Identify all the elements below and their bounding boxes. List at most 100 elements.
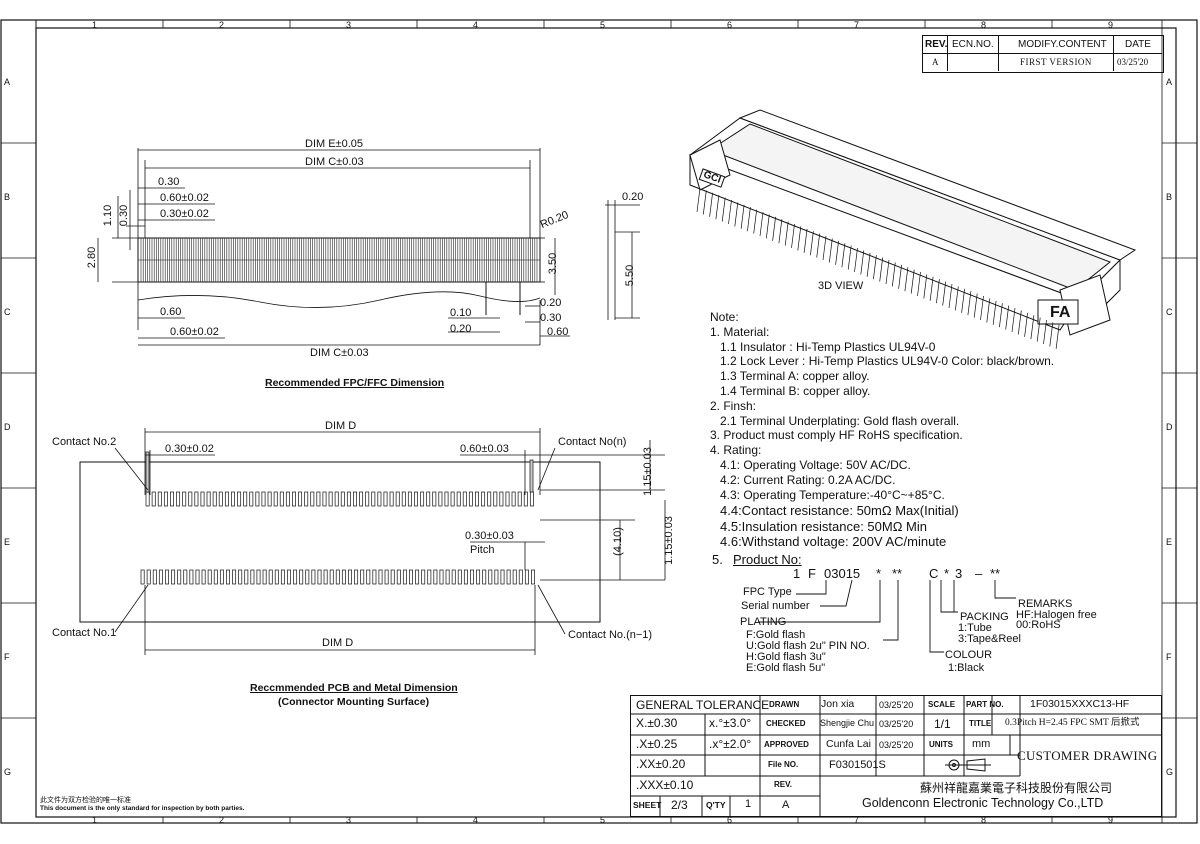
pcb-pad — [371, 491, 376, 507]
note-line: 4.6:Withstand voltage: 200V AC/minute — [720, 534, 947, 550]
connector-pin — [986, 298, 991, 323]
pcb-pad — [341, 569, 346, 585]
connector-pin — [740, 204, 745, 229]
zone-label: 3 — [346, 20, 352, 30]
connector-pin — [923, 274, 928, 299]
pcb-pad — [476, 569, 481, 585]
pcb-caption-1: Reccmmended PCB and Metal Dimension — [250, 682, 458, 694]
connector-pin — [791, 223, 795, 249]
connector-pin — [841, 243, 846, 268]
pcb-pad — [377, 491, 382, 507]
pcb-pad — [384, 569, 389, 585]
connector-pin — [847, 245, 852, 270]
title-block — [630, 695, 1162, 817]
pcb-pad — [317, 569, 322, 585]
pcb-pad — [285, 491, 290, 507]
connector-pin — [797, 226, 802, 251]
dim-060-label: 0.60±0.02 — [160, 192, 209, 204]
pcb-pad — [238, 569, 243, 585]
colour-option: 1:Black — [948, 662, 985, 674]
connector-pin — [784, 221, 789, 246]
zone-label: 1 — [92, 20, 98, 30]
zone-label: A — [1166, 77, 1173, 87]
zone-label: G — [4, 767, 12, 777]
zone-label: 9 — [1108, 815, 1114, 825]
pcb-pad — [163, 491, 168, 507]
pcb-pad — [445, 569, 450, 585]
connector-pin — [772, 216, 776, 241]
pcb-pad — [383, 491, 388, 507]
pcb-pad — [401, 491, 406, 507]
dim-030-label: 0.30 — [158, 176, 180, 188]
pcb-pad — [499, 491, 504, 507]
dim-d-top-label: DIM D — [325, 420, 357, 432]
connector-pin — [753, 209, 758, 234]
zone-label: 8 — [981, 20, 987, 30]
pcb-pad — [451, 569, 456, 585]
connector-pin — [1055, 324, 1060, 349]
pcb-pad — [305, 569, 310, 585]
connector-pin — [1030, 315, 1035, 340]
dim-b060-label: 0.60 — [160, 306, 182, 318]
zone-label: A — [4, 77, 11, 87]
connector-pin — [954, 286, 959, 311]
pcb-pad — [420, 491, 425, 507]
connector-pin — [1017, 310, 1022, 335]
dim-r030-label: 0.30 — [540, 312, 562, 324]
approved-date: 03/25'20 — [879, 740, 914, 750]
connector-pin — [702, 190, 707, 215]
dim-030-02-label: 0.30±0.02 — [160, 208, 209, 220]
product-no-num: 5. — [712, 552, 723, 567]
qty-label: Q'TY — [706, 800, 726, 810]
pcb-pad — [304, 491, 309, 507]
drawn-label: DRAWN — [769, 700, 800, 709]
connector-pin — [904, 267, 909, 292]
pcb-pad — [378, 569, 383, 585]
pcb-pad — [232, 569, 237, 585]
pcb-pad — [244, 569, 249, 585]
pcb-pad — [463, 569, 468, 585]
contact-no1-label: Contact No.1 — [52, 627, 117, 639]
qty-value: 1 — [745, 798, 752, 810]
pcb-pad — [177, 569, 182, 585]
pcb-pad — [427, 569, 432, 585]
pcb-pad — [322, 491, 327, 507]
projection-symbol — [945, 758, 991, 772]
pcb-pad — [505, 491, 510, 507]
rev-label: REV. — [774, 780, 792, 789]
customer-drawing: CUSTOMER DRAWING — [1017, 748, 1158, 763]
dim-b020-label: 0.20 — [450, 323, 472, 335]
connector-pin — [879, 257, 884, 282]
plating-label: PLATING — [740, 616, 787, 628]
connector-pin — [929, 276, 934, 301]
pcb-pad — [250, 569, 255, 585]
connector-pin — [860, 250, 865, 275]
connector-pin — [747, 207, 751, 232]
connector-pin — [866, 252, 871, 277]
units-value: mm — [972, 738, 991, 750]
zone-label: 1 — [92, 815, 98, 825]
connector-pin — [917, 271, 921, 297]
zone-label: G — [1166, 767, 1174, 777]
zone-label: 6 — [727, 815, 733, 825]
dim-r020b-label: 0.20 — [540, 297, 562, 309]
pcb-pad — [493, 491, 498, 507]
zone-label: D — [1166, 422, 1173, 432]
pcb-pad — [407, 491, 412, 507]
remarks-option: REMARKS — [1018, 598, 1073, 610]
zone-label: 7 — [854, 815, 860, 825]
pcb-pad — [390, 569, 395, 585]
title-label: TITLE — [969, 719, 992, 728]
pcb-pad — [409, 569, 413, 585]
zone-label: B — [4, 192, 11, 202]
connector-pin — [728, 199, 732, 225]
pcb-pad — [500, 569, 505, 585]
checked-label: CHECKED — [766, 719, 806, 728]
fpc-caption: Recommended FPC/FFC Dimension — [265, 377, 445, 389]
pcb-pad — [140, 569, 145, 585]
connector-pin — [898, 264, 902, 289]
product-no-title: Product No: — [733, 552, 802, 567]
product-code-part: ** — [892, 566, 903, 581]
pcb-pad — [517, 491, 522, 507]
note-line: 4. Rating: — [710, 443, 762, 458]
